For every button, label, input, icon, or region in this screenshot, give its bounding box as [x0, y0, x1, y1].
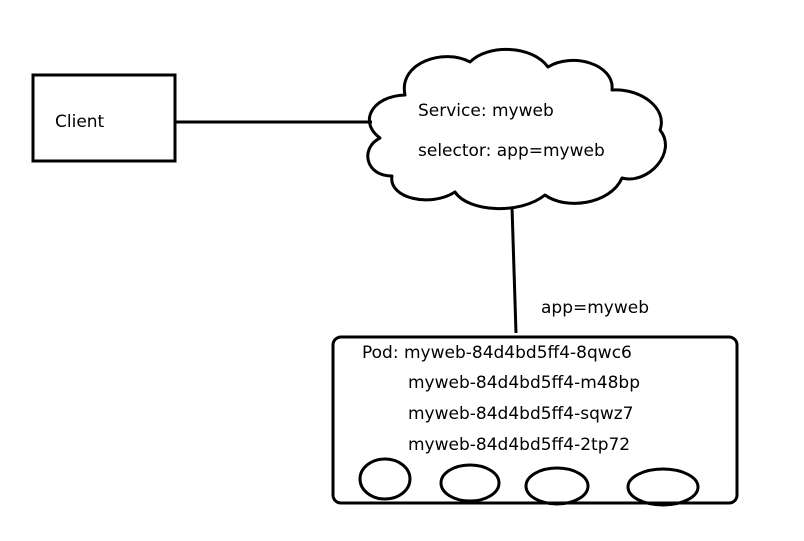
pod-ellipse-3 [524, 466, 590, 506]
pod-list-item: myweb-84d4bd5ff4-m48bp [408, 373, 640, 393]
pod-list-item: myweb-84d4bd5ff4-sqwz7 [408, 404, 634, 424]
pod-ellipse-2 [439, 463, 501, 503]
service-selector-label: selector: app=myweb [418, 141, 605, 161]
service-cloud [366, 48, 667, 211]
client-label: Client [55, 112, 105, 132]
service-pod-connector [510, 206, 518, 334]
pod-ellipse-1 [358, 457, 412, 501]
service-name-label: Service: myweb [418, 101, 554, 121]
client-box [31, 73, 177, 163]
pod-list-item: myweb-84d4bd5ff4-2tp72 [408, 435, 631, 455]
pod-ellipse-4 [626, 467, 700, 507]
pod-list-item: Pod: myweb-84d4bd5ff4-8qwc6 [362, 343, 632, 363]
connection-label: app=myweb [541, 298, 650, 318]
pod-box [331, 335, 739, 505]
